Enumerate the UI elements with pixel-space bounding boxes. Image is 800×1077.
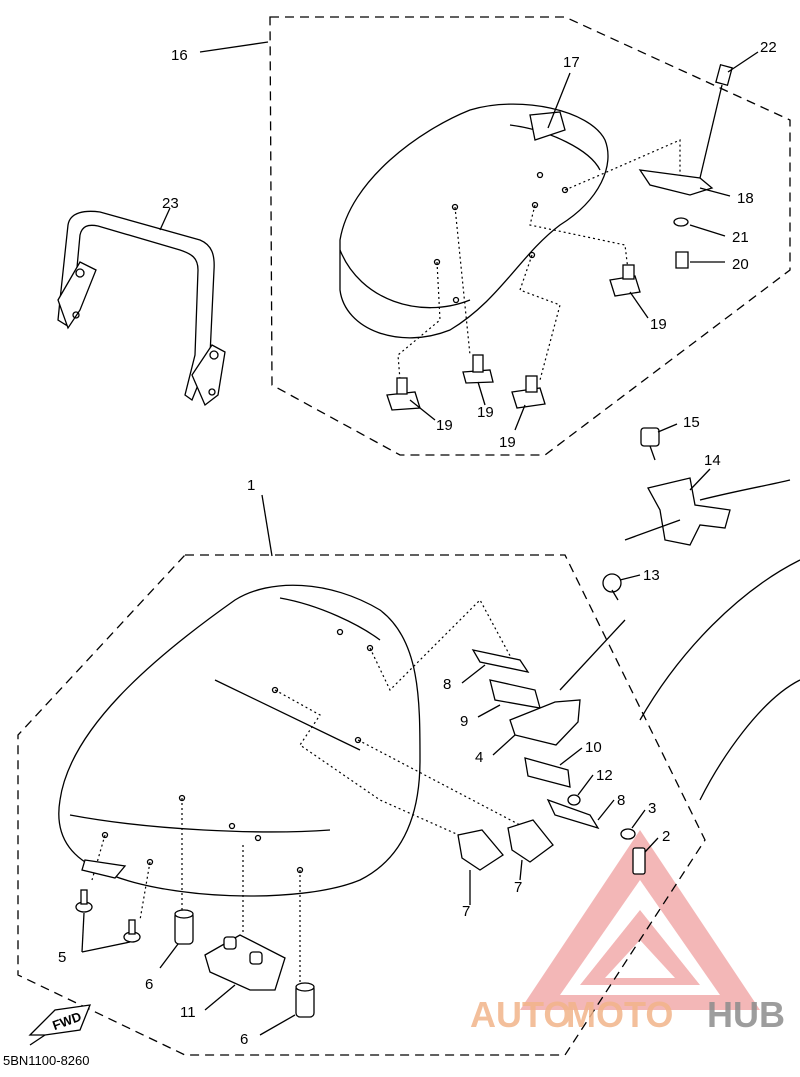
- callout-7-b: 7: [514, 879, 522, 896]
- main-seat-group-outline: [17, 554, 706, 1056]
- callout-4: 4: [475, 749, 483, 766]
- callout-18: 18: [737, 190, 754, 207]
- callout-23: 23: [162, 195, 179, 212]
- callout-5: 5: [58, 949, 66, 966]
- rear-seat: [339, 103, 681, 381]
- diagram-code: 5BN1100-8260: [3, 1053, 90, 1068]
- watermark-auto: AUTO: [470, 994, 571, 1035]
- callout-19-c: 19: [477, 404, 494, 421]
- rear-seat-clips: [386, 264, 641, 411]
- rear-seat-group-outline: [269, 16, 791, 456]
- callout-6-b: 6: [240, 1031, 248, 1048]
- callout-labels: 16 17 22 18 21 20 19 19 19 19 23 1 15 14…: [58, 39, 777, 1048]
- callout-8-b: 8: [617, 792, 625, 809]
- callout-3: 3: [648, 800, 656, 817]
- callout-14: 14: [704, 452, 721, 469]
- callout-1: 1: [247, 477, 255, 494]
- seat-hardware: [75, 427, 800, 1018]
- callout-2: 2: [662, 828, 670, 845]
- callout-17: 17: [563, 54, 580, 71]
- callout-19-b: 19: [436, 417, 453, 434]
- callout-13: 13: [643, 567, 660, 584]
- callout-22: 22: [760, 39, 777, 56]
- callout-19-d: 19: [499, 434, 516, 451]
- watermark-logo: [520, 830, 760, 1010]
- grab-bar: [57, 210, 226, 407]
- watermark-hub: HUB: [707, 994, 785, 1035]
- watermark-moto: MOTO: [566, 994, 673, 1035]
- main-seat: [58, 584, 521, 985]
- callout-10: 10: [585, 739, 602, 756]
- callout-19-a: 19: [650, 316, 667, 333]
- fwd-arrow-icon: FWD: [28, 1004, 92, 1036]
- callout-15: 15: [683, 414, 700, 431]
- callout-11: 11: [180, 1004, 196, 1021]
- callout-9: 9: [460, 713, 468, 730]
- rear-seat-bracket: [638, 63, 733, 269]
- callout-21: 21: [732, 229, 749, 246]
- watermark-text: AUTO MOTO HUB: [470, 994, 785, 1035]
- callout-6-a: 6: [145, 976, 153, 993]
- callout-8-a: 8: [443, 676, 451, 693]
- callout-12: 12: [596, 767, 613, 784]
- callout-16: 16: [171, 47, 188, 64]
- callout-7-a: 7: [462, 903, 470, 920]
- callout-20: 20: [732, 256, 749, 273]
- callout-leaders: [29, 41, 759, 1046]
